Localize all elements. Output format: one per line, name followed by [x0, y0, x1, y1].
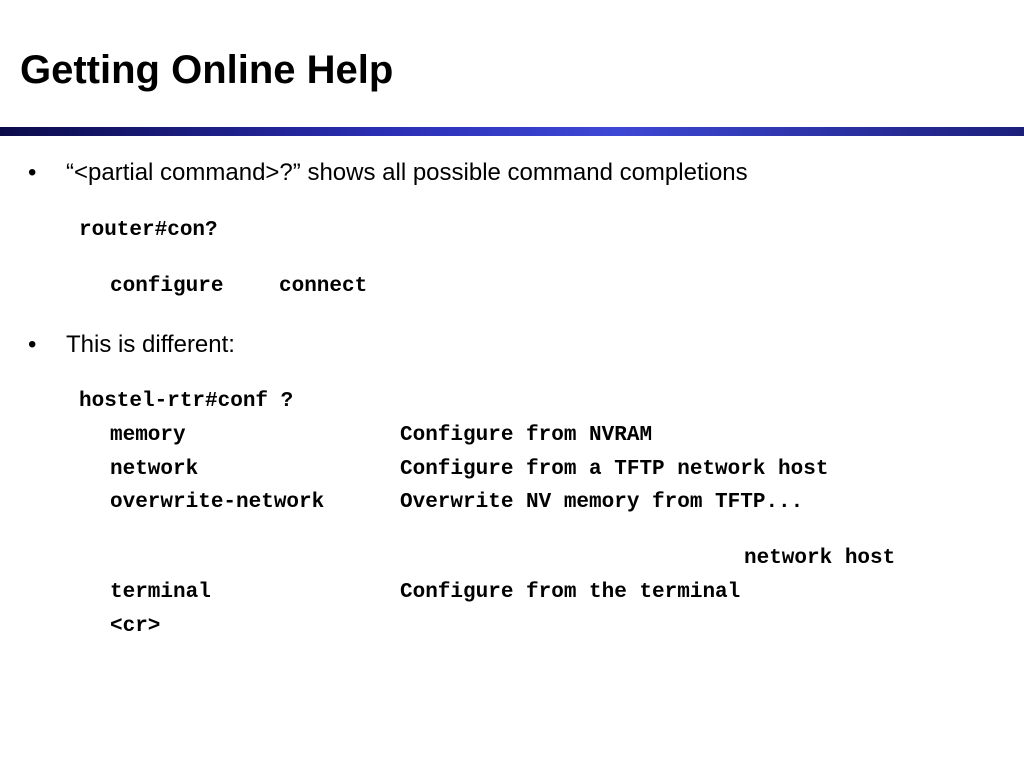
- help-keyword: terminal: [110, 581, 211, 604]
- title-divider-bar: [0, 127, 1024, 136]
- help-keyword: network: [110, 458, 199, 481]
- slide-title: Getting Online Help: [20, 48, 394, 92]
- help-description-continuation: network host: [744, 547, 896, 570]
- help-description: Overwrite NV memory from TFTP...: [400, 491, 804, 514]
- bullet-item: • “<partial command>?” shows all possibl…: [28, 158, 748, 188]
- help-keyword: <cr>: [110, 615, 161, 638]
- code-completion: connect: [279, 275, 368, 298]
- bullet-text: This is different:: [66, 331, 235, 358]
- help-keyword: overwrite-network: [110, 491, 325, 514]
- bullet-marker: •: [28, 331, 37, 358]
- help-description: Configure from NVRAM: [400, 424, 653, 447]
- code-prompt: hostel-rtr#conf ?: [79, 390, 294, 413]
- bullet-text: “<partial command>?” shows all possible …: [66, 159, 748, 186]
- bullet-marker: •: [28, 159, 37, 186]
- help-keyword: memory: [110, 424, 186, 447]
- code-completion: configure: [110, 275, 224, 298]
- help-description: Configure from a TFTP network host: [400, 458, 829, 481]
- bullet-item: • This is different:: [28, 330, 235, 360]
- help-description: Configure from the terminal: [400, 581, 741, 604]
- code-prompt: router#con?: [79, 219, 218, 242]
